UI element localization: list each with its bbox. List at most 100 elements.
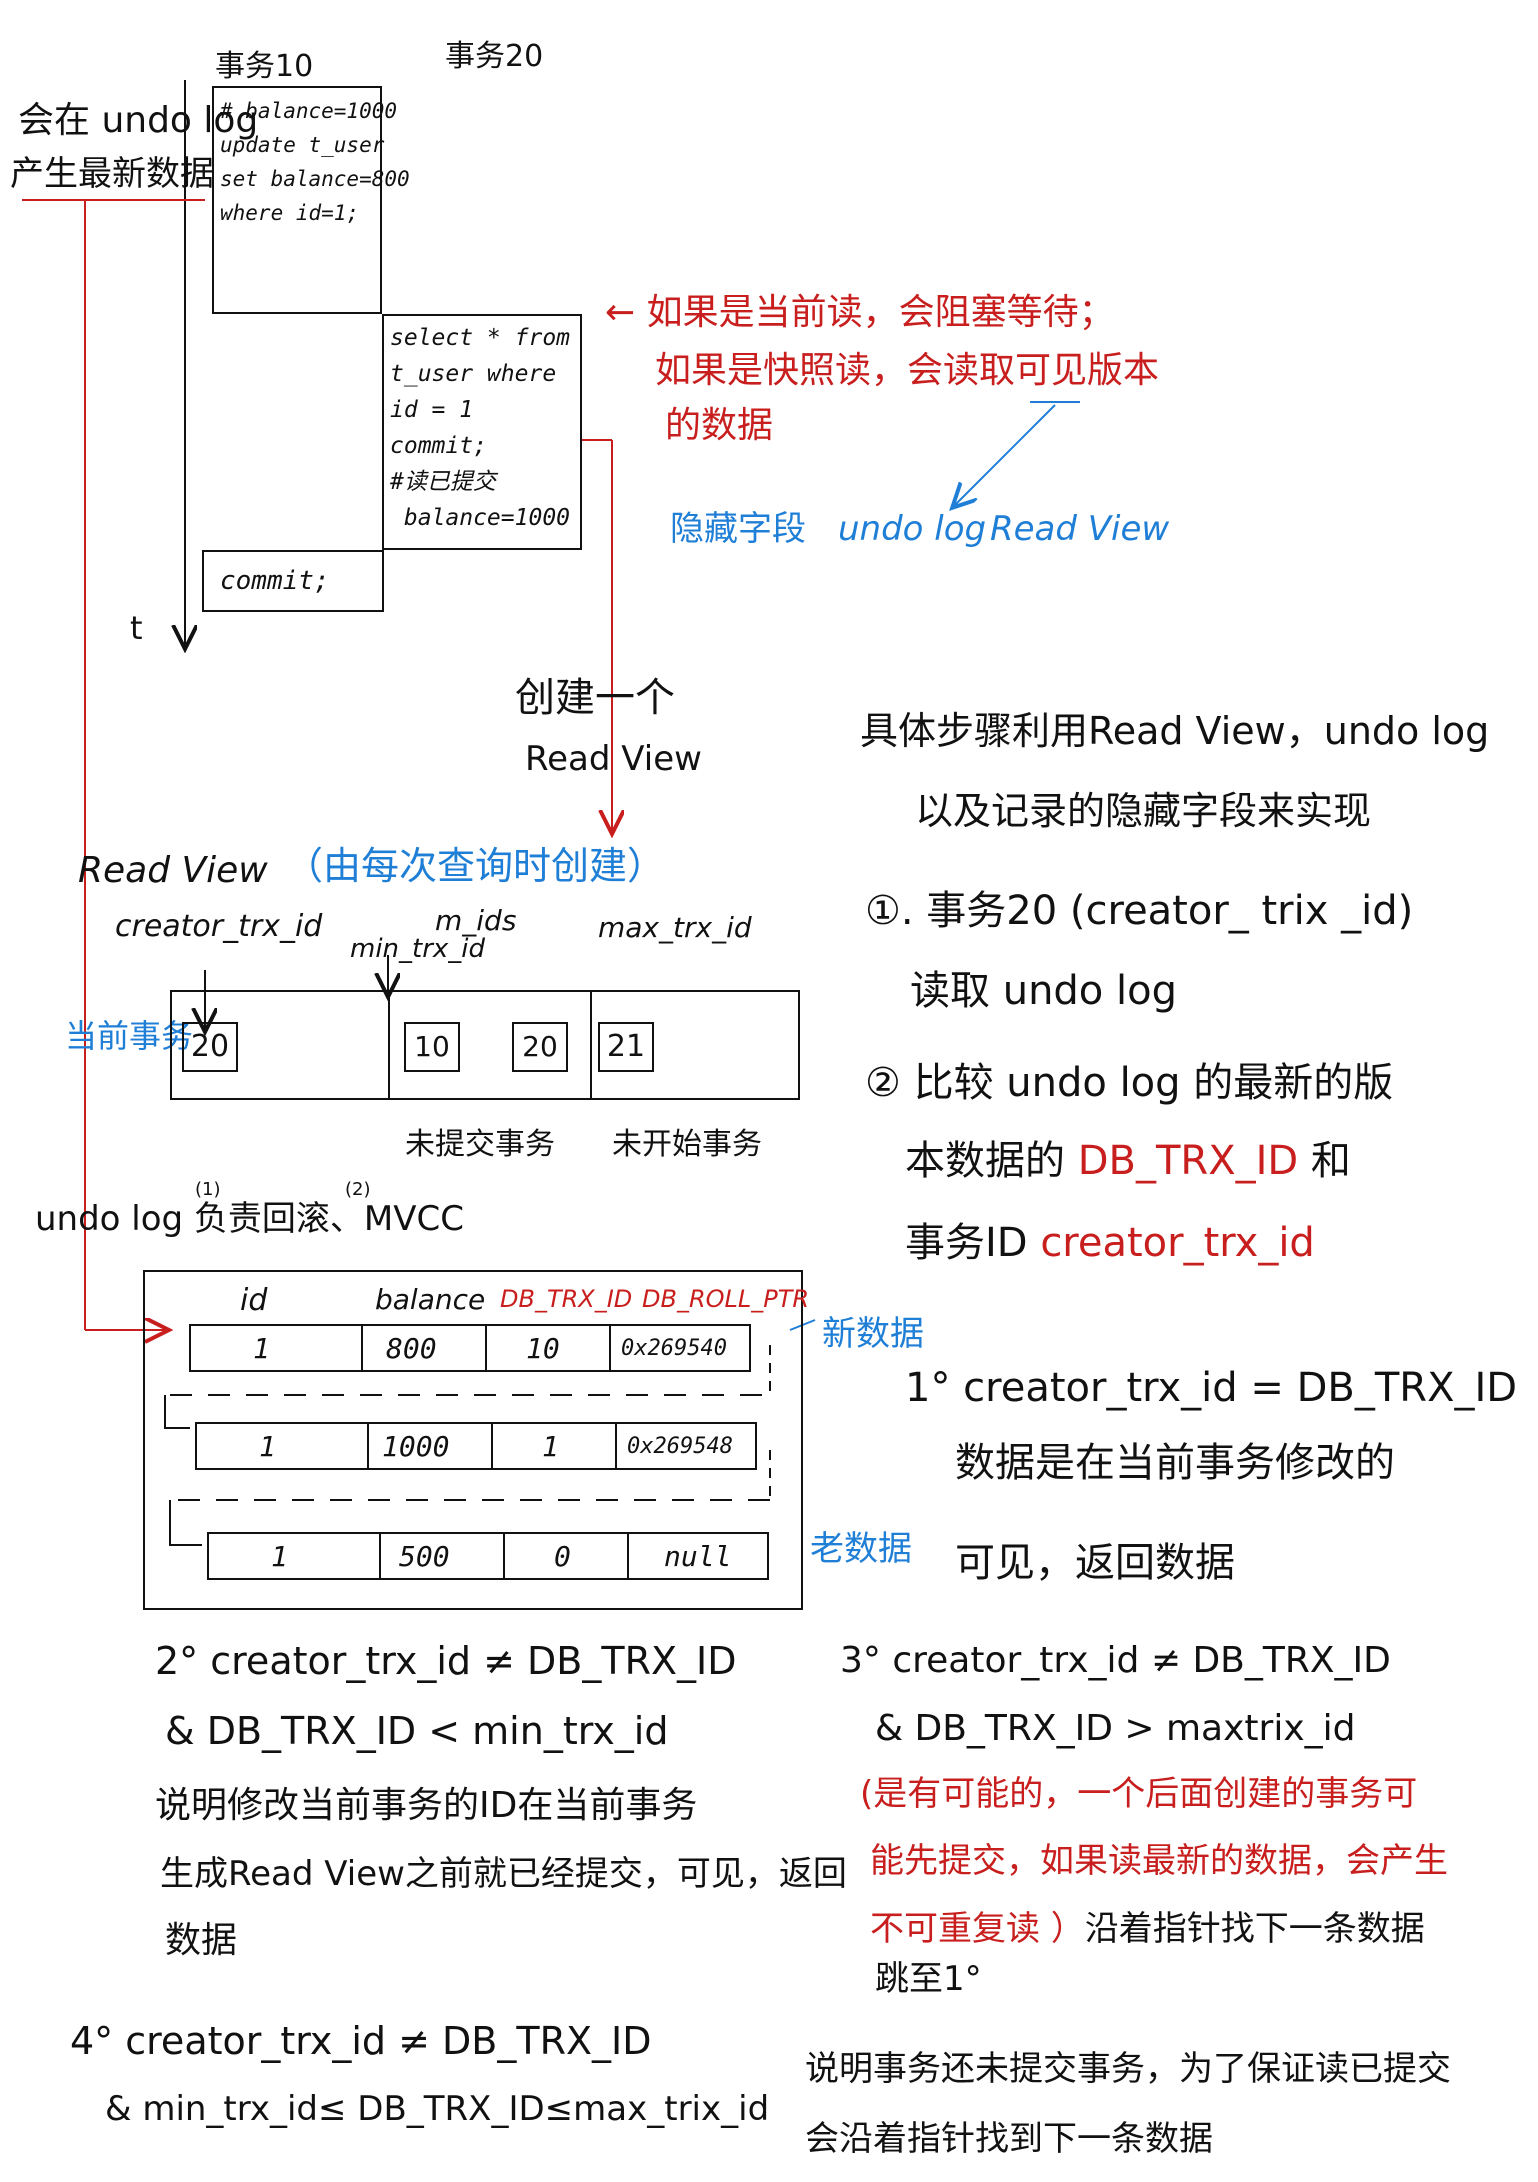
tx20-code-line-1: select * from (390, 325, 571, 351)
undo-row-2: 1 1000 1 0x269548 (195, 1422, 757, 1470)
undo-log-sup2: (2) (345, 1179, 371, 1200)
read-view-title-note: （由每次查询时创建） (285, 844, 666, 888)
row2-trx-id: 1 (542, 1430, 559, 1463)
case2-line5: 数据 (165, 1920, 238, 1961)
case2-line3: 说明修改当前事务的ID在当前事务 (155, 1785, 698, 1826)
col-header-balance: balance (375, 1283, 486, 1316)
time-axis-label: t (130, 609, 143, 647)
case3-follow-pointer: 沿着指针找下一条数据 (1084, 1909, 1425, 1949)
step2-line2: 本数据的 DB_TRX_ID 和 (905, 1138, 1351, 1184)
case4-note-line2: 会沿着指针找到下一条数据 (805, 2119, 1213, 2159)
max-trx-id-label: max_trx_id (598, 911, 752, 944)
col-header-db-roll-ptr: DB_ROLL_PTR (642, 1285, 810, 1313)
step2-creator-trx-id: creator_trx_id (1040, 1220, 1315, 1266)
step1-line2: 读取 undo log (910, 968, 1177, 1014)
step2-db-trx-id: DB_TRX_ID (1077, 1138, 1299, 1184)
intro-line2: 以及记录的隐藏字段来实现 (915, 789, 1372, 833)
read-view-box: 20 10 20 21 (170, 990, 800, 1100)
tx10-code-line-3: set balance=800 (220, 167, 410, 191)
undo-note-line1: 会在 undo log (18, 100, 259, 141)
case3-red-line3: 不可重复读 ） (870, 1909, 1085, 1949)
rv-cell-max-21: 21 (598, 1022, 654, 1072)
row3-trx-id: 0 (554, 1540, 571, 1573)
rv-divider-1 (388, 992, 390, 1098)
not-started-label: 未开始事务 (612, 1127, 762, 1162)
intro-line1: 具体步骤利用Read View，undo log (860, 709, 1490, 753)
row1-id: 1 (253, 1332, 270, 1365)
case3-red-line2: 能先提交，如果读最新的数据，会产生 (870, 1841, 1448, 1881)
row3-id: 1 (271, 1540, 288, 1573)
case2-line2: & DB_TRX_ID < min_trx_id (165, 1709, 669, 1753)
read-note-line3: 的数据 (665, 405, 774, 446)
case3-line4: 跳至1° (875, 1959, 982, 1999)
case4-line2: & min_trx_id≤ DB_TRX_ID≤max_trix_id (105, 2089, 770, 2129)
case4-line1: 4° creator_trx_id ≠ DB_TRX_ID (70, 2019, 652, 2063)
tx20-label: 事务20 (445, 39, 544, 74)
undo-row-3: 1 500 0 null (207, 1532, 769, 1580)
create-rv-line2: Read View (525, 739, 702, 779)
case2-line4: 生成Read View之前就已经提交，可见，返回 (160, 1854, 847, 1894)
case3-line1: 3° creator_trx_id ≠ DB_TRX_ID (840, 1640, 1391, 1681)
m-ids-label: m_ids (435, 904, 517, 937)
row3-roll-ptr: null (664, 1540, 732, 1573)
impl-hidden-fields: 隐藏字段 (670, 509, 806, 549)
rv-cell-mid-20: 20 (512, 1022, 568, 1072)
read-note-line2: 如果是快照读，会读取可见版本 (655, 350, 1160, 391)
step2-line3-text-a: 事务ID (905, 1220, 1041, 1266)
impl-undo-log: undo log (838, 509, 987, 549)
row1-roll-ptr: 0x269540 (621, 1336, 727, 1361)
impl-read-view: Read View (990, 509, 1170, 549)
case3-line3: 不可重复读 ）沿着指针找下一条数据 (870, 1909, 1425, 1949)
old-data-label: 老数据 (810, 1529, 912, 1569)
tx10-commit-box: commit; (202, 550, 384, 612)
step2-line1: ② 比较 undo log 的最新的版 (865, 1060, 1394, 1106)
step2-line2-text-a: 本数据的 (905, 1138, 1078, 1184)
min-trx-id-label: min_trx_id (350, 934, 486, 964)
creator-trx-id-label: creator_trx_id (115, 909, 323, 944)
tx20-code-line-4: commit; (390, 433, 487, 459)
tx10-label: 事务10 (215, 49, 314, 84)
read-note-line1: ← 如果是当前读，会阻塞等待； (605, 292, 1115, 333)
row1-balance: 800 (386, 1332, 437, 1365)
uncommitted-label: 未提交事务 (405, 1127, 555, 1162)
tx10-code-line-1: # balance=1000 (220, 99, 398, 123)
tx10-code-line-4: where id=1; (220, 201, 360, 225)
rv-divider-2 (590, 992, 592, 1098)
row2-balance: 1000 (382, 1430, 450, 1463)
blue-pointer-arrow (955, 404, 1056, 505)
case1-line3: 可见，返回数据 (955, 1540, 1235, 1586)
step2-line3: 事务ID creator_trx_id (905, 1220, 1315, 1266)
step1-line1: ①. 事务20 (creator_ trix _id) (865, 888, 1414, 934)
case3-line2: & DB_TRX_ID > maxtrix_id (875, 1708, 1356, 1749)
tx10-commit: commit; (220, 566, 330, 596)
case1-line1: 1° creator_trx_id = DB_TRX_ID (905, 1365, 1518, 1411)
undo-log-title: undo log 负责回滚、MVCC (35, 1199, 465, 1239)
row1-trx-id: 10 (526, 1332, 560, 1365)
tx20-code-line-3: id = 1 (390, 397, 474, 423)
undo-row-1: 1 800 10 0x269540 (189, 1324, 751, 1372)
case2-line1: 2° creator_trx_id ≠ DB_TRX_ID (155, 1639, 737, 1683)
rv-cell-creator: 20 (182, 1022, 238, 1072)
step2-line2-text-c: 和 (1298, 1138, 1351, 1184)
tx20-code-line-6: balance=1000 (390, 505, 571, 531)
read-view-title: Read View (78, 850, 268, 891)
dash-1-hook (164, 1395, 190, 1429)
col-header-id: id (240, 1283, 268, 1318)
undo-log-table: id balance DB_TRX_ID DB_ROLL_PTR 1 800 1… (143, 1270, 809, 1610)
undo-note-line2: 产生最新数据 (10, 154, 214, 194)
row3-balance: 500 (399, 1540, 450, 1573)
new-data-label: 新数据 (822, 1314, 924, 1354)
dash-2-hook (169, 1500, 202, 1546)
col-header-db-trx-id: DB_TRX_ID (500, 1285, 633, 1313)
tx20-code-line-2: t_user where (390, 361, 557, 387)
case1-line2: 数据是在当前事务修改的 (955, 1440, 1395, 1486)
case3-red-line1: (是有可能的，一个后面创建的事务可 (860, 1774, 1418, 1814)
case4-note-line1: 说明事务还未提交事务，为了保证读已提交 (805, 2049, 1451, 2089)
tx10-code-line-2: update t_user (220, 133, 385, 157)
rv-cell-mid-10: 10 (404, 1022, 460, 1072)
